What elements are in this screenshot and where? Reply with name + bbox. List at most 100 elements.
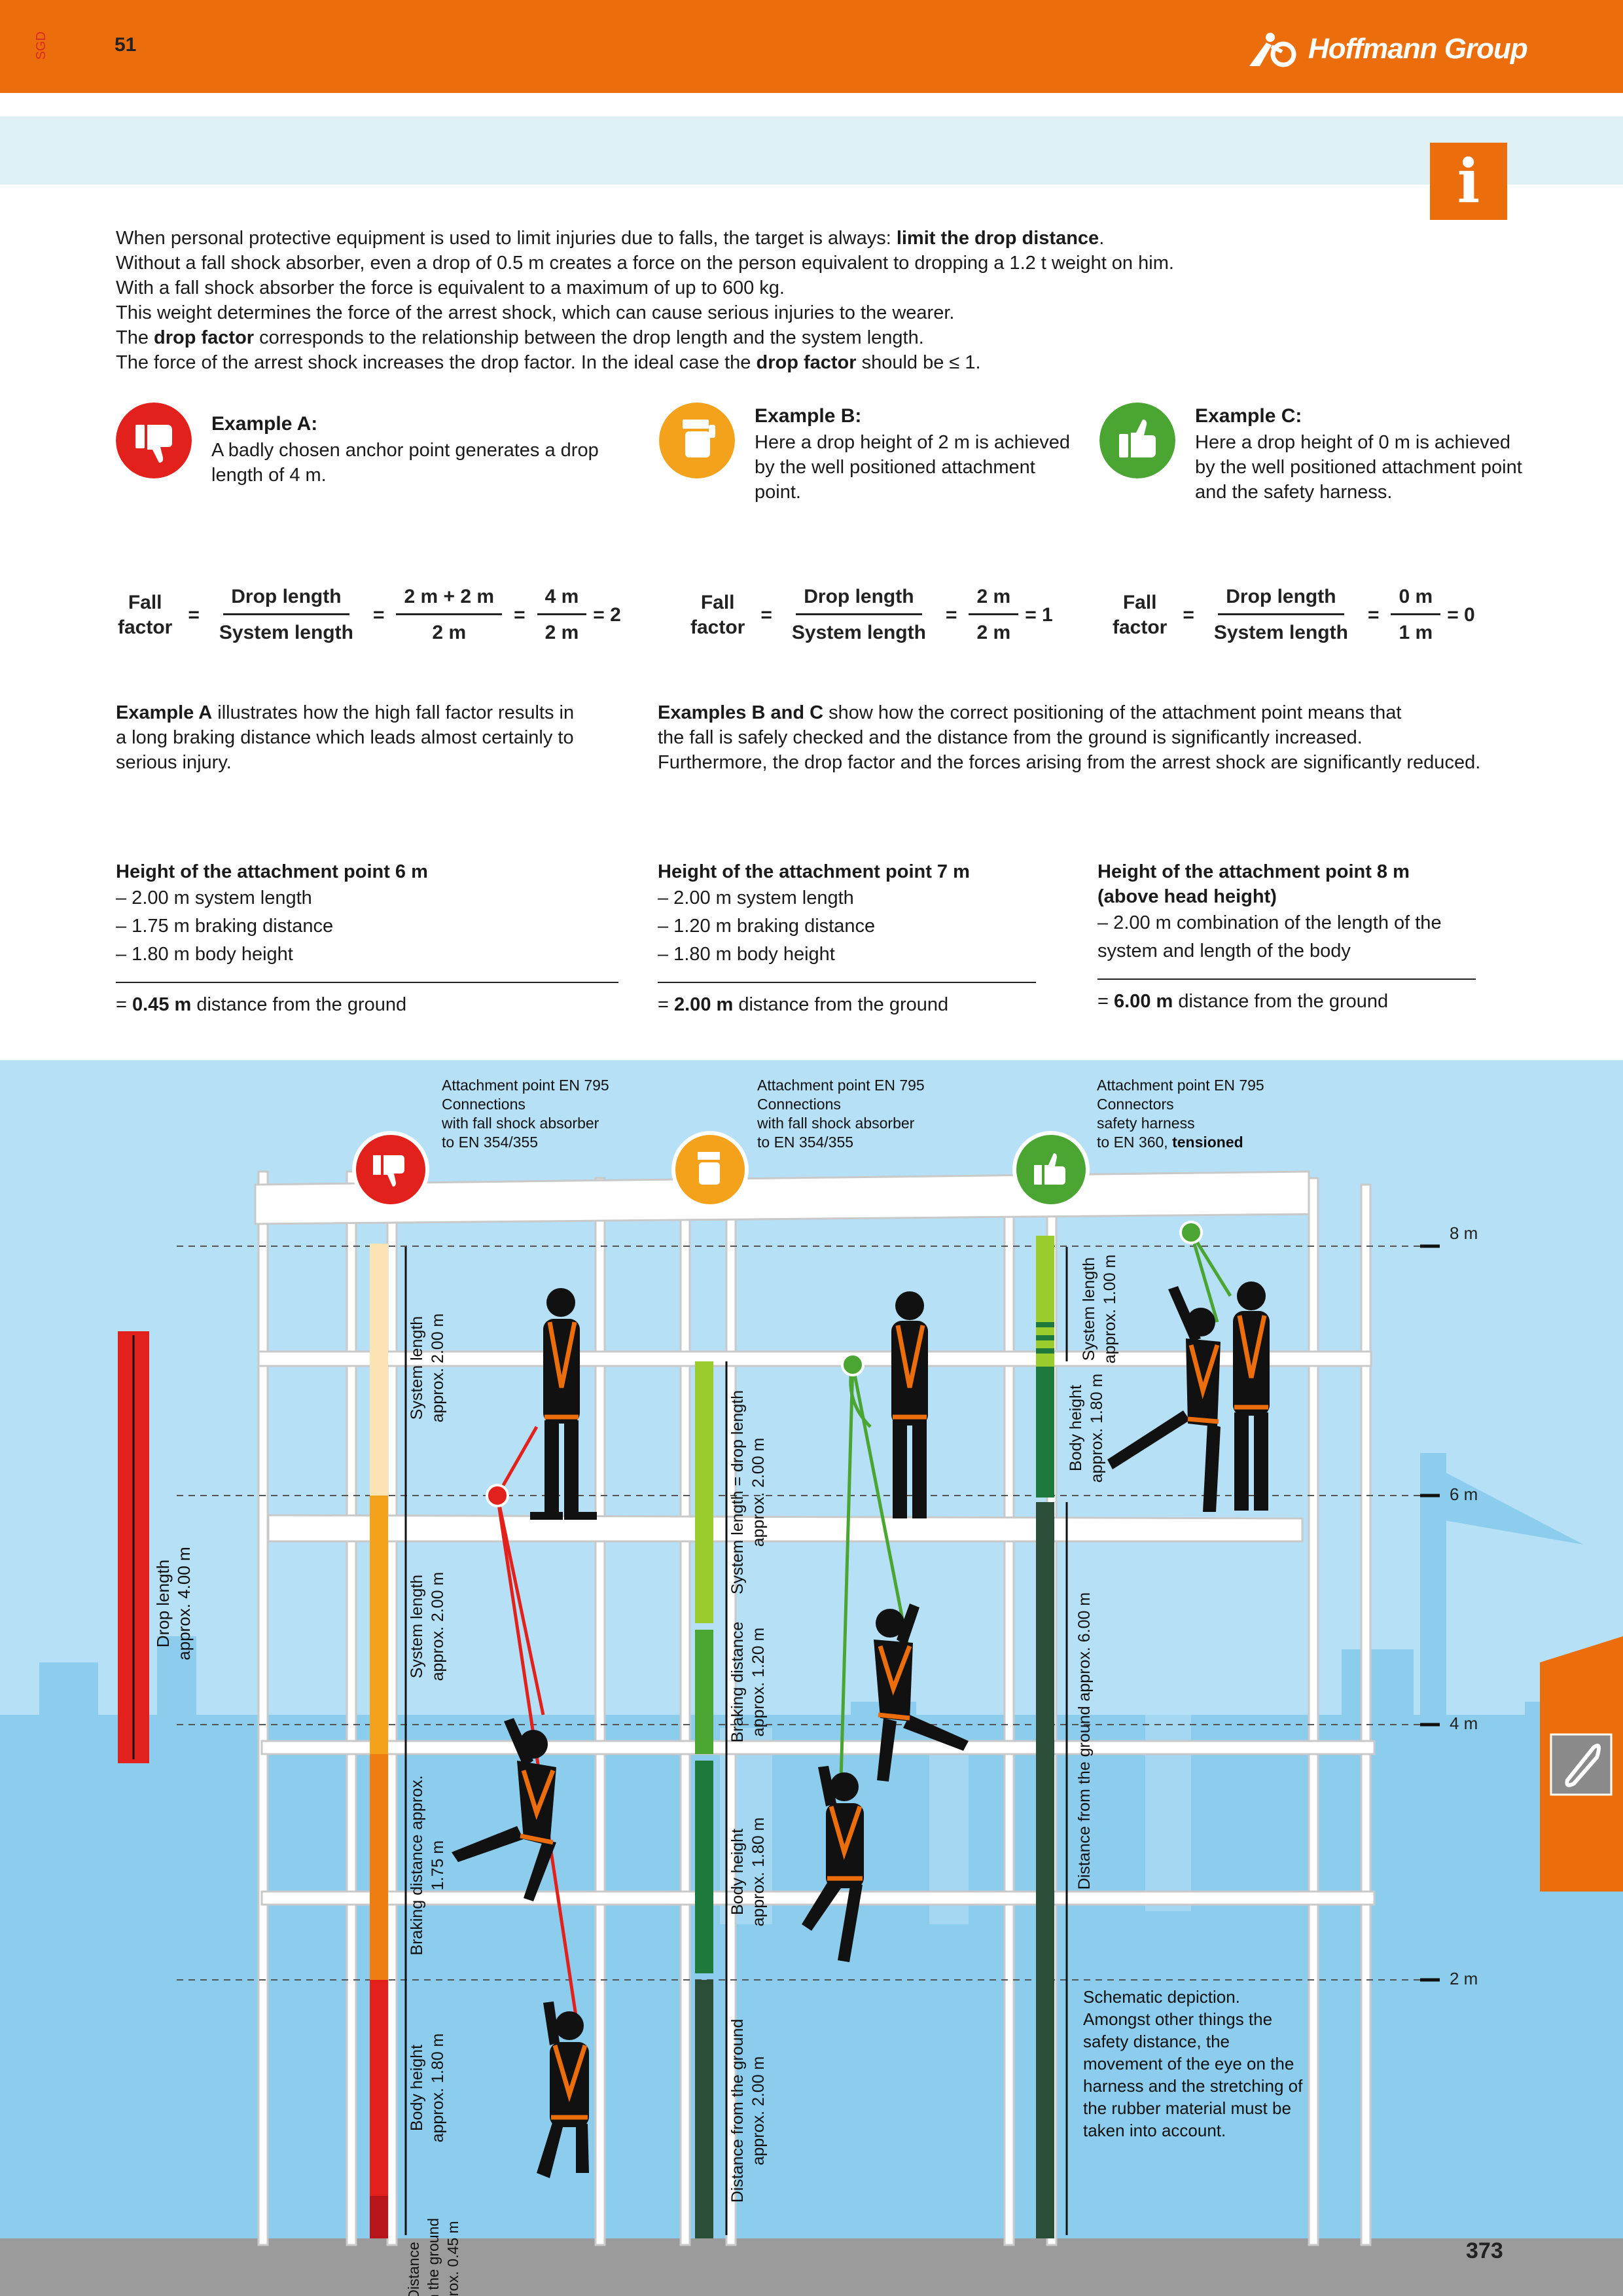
- thumbs-up-icon: [1099, 403, 1175, 478]
- info-icon: i: [1430, 143, 1507, 220]
- height-item: – 2.00 m combination of the length of th…: [1097, 912, 1442, 961]
- formula-c-factor: factor: [1113, 616, 1168, 638]
- header-bar: [0, 0, 1623, 93]
- intro-line-tail: should be ≤ 1.: [856, 352, 981, 373]
- thumbs-down-icon: [116, 403, 192, 478]
- intro-line-bold: limit the drop distance: [896, 228, 1099, 249]
- intro-line: With a fall shock absorber the force is …: [116, 276, 1523, 300]
- page-number: 373: [1466, 2238, 1503, 2263]
- height-result-text: distance from the ground: [1173, 991, 1389, 1012]
- example-b-text: Here a drop height of 2 m is achieved by…: [755, 432, 1070, 503]
- anchor-c: [1179, 1221, 1203, 1244]
- formula-a-numerator: Drop length: [223, 586, 349, 615]
- height-item: – 2.00 m system length: [116, 888, 312, 908]
- height-result: = 6.00 m distance from the ground: [1097, 991, 1389, 1012]
- height-result-text: distance from the ground: [191, 994, 407, 1015]
- formula-a-step-num: 2 m + 2 m: [396, 586, 503, 615]
- formula-b-res-num: 2 m: [969, 586, 1019, 615]
- height-result-value: 6.00 m: [1114, 991, 1173, 1012]
- formula-b-denominator: System length: [791, 622, 926, 643]
- worker-c-standing: [1233, 1282, 1270, 1511]
- height-result-value: 2.00 m: [674, 994, 734, 1015]
- thumb-sideways-icon: [659, 403, 735, 478]
- height-item: – 1.75 m braking distance: [116, 916, 334, 937]
- height-item: – 1.80 m body height: [658, 944, 835, 965]
- height-title: Height of the attachment point 6 m: [116, 861, 428, 882]
- formula-b-res-den: 2 m: [976, 622, 1011, 643]
- mark-8m: 8 m: [1450, 1223, 1478, 1243]
- divider: [658, 982, 1036, 983]
- intro-text: When personal protective equipment is us…: [116, 226, 1523, 375]
- harness-a-falling-2: [551, 2044, 588, 2120]
- scaffold-thumbs-up-icon: [1012, 1131, 1090, 1208]
- harness-b: [893, 1325, 927, 1420]
- intro-line: Without a fall shock absorber, even a dr…: [116, 251, 1523, 276]
- example-c-title: Example C:: [1195, 405, 1302, 427]
- header-band: [0, 117, 1623, 185]
- formula-a-res-den: 2 m: [544, 622, 579, 643]
- intro-line-text: With a fall shock absorber the force is …: [116, 278, 785, 298]
- height-result-value: 0.45 m: [132, 994, 192, 1015]
- bar-b: [695, 1361, 728, 2238]
- formula-a-res-num: 4 m: [537, 586, 587, 615]
- intro-line-text: When personal protective equipment is us…: [116, 228, 897, 249]
- height-result: = 0.45 m distance from the ground: [116, 994, 407, 1015]
- hoffmann-logo-icon: [1249, 33, 1296, 67]
- side-code: SGD: [34, 31, 48, 60]
- harness-a-falling-1: [520, 1769, 556, 1845]
- anchor-b: [841, 1353, 865, 1376]
- height-list-c: Height of the attachment point 8 m (abov…: [1097, 859, 1476, 1016]
- brand-name: Hoffmann Group: [1308, 33, 1528, 65]
- anchor-a: [486, 1484, 509, 1507]
- intro-line-bold: drop factor: [756, 352, 857, 373]
- intro-line-text: Without a fall shock absorber, even a dr…: [116, 253, 1174, 274]
- drop-length-label: Drop lengthapprox. 4.00 m: [153, 1547, 194, 1660]
- example-a-text: A badly chosen anchor point generates a …: [211, 440, 599, 486]
- bar-a-label-3: Braking distance approx.1.75 m: [408, 1775, 447, 1955]
- scaffold-thumbs-down-icon: [352, 1131, 429, 1208]
- formula-c-result: = 0: [1447, 603, 1475, 626]
- summary-a-text: illustrates how the high fall factor res…: [116, 702, 575, 773]
- carabiner-icon: [1550, 1733, 1613, 1796]
- summary-bc-bold: Examples B and C: [658, 702, 824, 723]
- divider: [1097, 978, 1476, 980]
- intro-line-text: The force of the arrest shock increases …: [116, 352, 757, 373]
- bar-c: [1036, 1236, 1068, 2238]
- formula-a-denominator: System length: [219, 622, 353, 643]
- formula-a-factor: factor: [118, 616, 173, 638]
- summary-bc: Examples B and C show how the correct po…: [658, 700, 1522, 775]
- harness-a: [544, 1321, 579, 1420]
- intro-line: When personal protective equipment is us…: [116, 226, 1523, 251]
- height-title: Height of the attachment point 7 m: [658, 861, 970, 882]
- intro-line: The force of the arrest shock increases …: [116, 350, 1523, 375]
- formula-c-res-num: 0 m: [1391, 586, 1441, 615]
- schematic-note: Schematic depiction.Amongst other things…: [1083, 1987, 1303, 2140]
- height-item: – 2.00 m system length: [658, 888, 854, 908]
- scaffold-frame: [254, 1170, 1376, 2246]
- divider: [116, 982, 618, 983]
- height-list-b: Height of the attachment point 7 m – 2.00…: [658, 859, 1036, 1019]
- example-c-text: Here a drop height of 0 m is achieved by…: [1195, 432, 1522, 503]
- bar-a: [370, 1244, 407, 2238]
- harness-b-falling-2: [827, 1805, 863, 1881]
- formula-a-fall: Fall: [128, 591, 162, 613]
- height-result: = 2.00 m distance from the ground: [658, 994, 949, 1015]
- example-a: Example A: A badly chosen anchor point g…: [116, 403, 607, 488]
- brand-logo[interactable]: Hoffmann Group: [1247, 26, 1528, 72]
- summary-bc-line2: Furthermore, the drop factor and the for…: [658, 752, 1481, 773]
- formula-b-factor: factor: [690, 616, 745, 638]
- formula-a-result: = 2: [593, 603, 621, 626]
- example-a-title: Example A:: [211, 413, 318, 435]
- summary-bc-text: show how the correct positioning of the …: [658, 702, 1402, 748]
